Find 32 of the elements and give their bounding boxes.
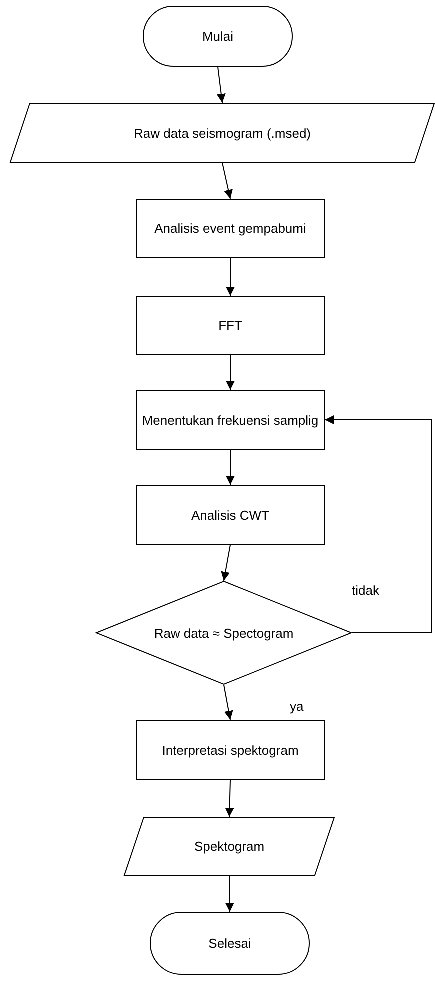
process-box — [136, 390, 325, 450]
data-parallelogram — [10, 103, 435, 163]
arrow — [222, 162, 233, 200]
process-box — [136, 720, 325, 780]
decision-diamond — [96, 581, 352, 685]
arrow — [226, 450, 235, 486]
terminal-shape — [150, 912, 310, 975]
arrow — [221, 544, 231, 582]
process-box — [136, 485, 325, 545]
process-box — [136, 296, 325, 355]
data-parallelogram — [124, 817, 335, 876]
arrow — [225, 876, 234, 912]
arrow — [324, 416, 432, 634]
node-label: Menentukan frekuensi samplig — [142, 412, 319, 428]
node-label: Mulai — [202, 29, 234, 44]
node-label: Analisis CWT — [191, 508, 270, 522]
node-label: Selesai — [208, 936, 252, 951]
edge-label: tidak — [352, 583, 380, 598]
node-label: Analisis event gempabumi — [154, 221, 306, 236]
arrow — [226, 354, 235, 390]
node-label: Raw data ≈ Spectogram — [154, 626, 294, 640]
terminal-shape — [143, 6, 293, 67]
node-label: Spektogram — [194, 839, 265, 854]
node-label: Raw data seismogram (.msed) — [134, 126, 311, 140]
process-box — [136, 199, 325, 258]
edge-label: ya — [290, 699, 304, 714]
arrow — [225, 780, 234, 818]
node-label: FFT — [218, 318, 242, 333]
arrow — [224, 684, 234, 720]
node-label: Interpretasi spektogram — [162, 742, 299, 758]
arrow — [216, 66, 226, 104]
arrow — [226, 258, 235, 296]
